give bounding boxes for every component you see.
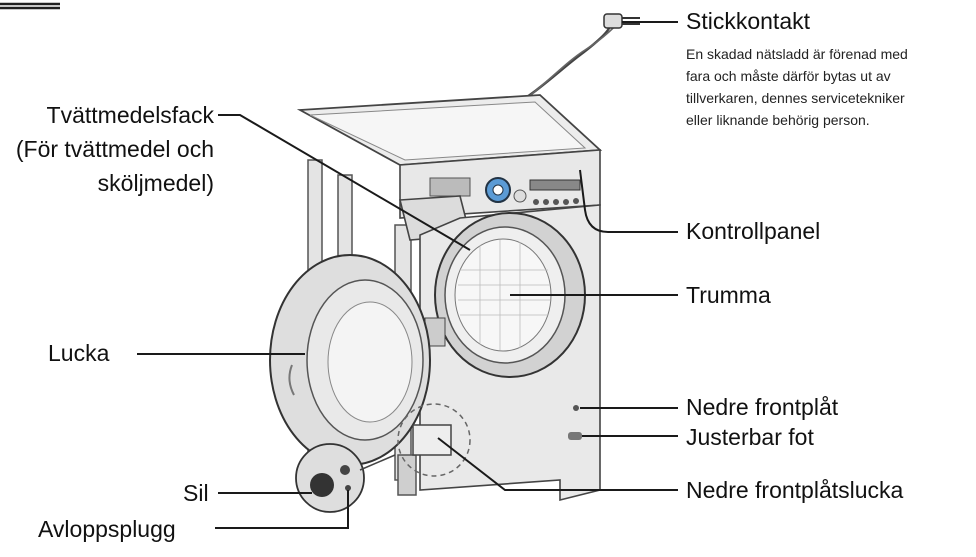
note-line-4: eller liknande behörig person.	[686, 112, 870, 128]
corner-mark	[0, 2, 60, 10]
label-control-panel: Kontrollpanel	[686, 218, 821, 244]
label-detergent-drawer-sub1: (För tvättmedel och	[15, 136, 214, 162]
label-adjustable-foot: Justerbar fot	[686, 424, 814, 450]
lower-cover-highlight	[397, 403, 471, 477]
leader-control	[579, 169, 678, 233]
lower-plate-dot	[573, 405, 579, 411]
label-filter: Sil	[183, 480, 209, 506]
leader-drain	[215, 490, 349, 529]
filter-cap	[310, 473, 334, 497]
plug-head	[603, 13, 623, 29]
leader-detergent	[218, 114, 471, 251]
note-line-2: fara och måste därför bytas ut av	[686, 68, 891, 84]
label-power-plug: Stickkontakt	[686, 8, 810, 34]
label-drain-plug: Avloppsplugg	[38, 516, 176, 542]
label-lower-front-cover: Nedre frontplåtslucka	[686, 477, 904, 503]
note-line-3: tillverkaren, dennes servicetekniker	[686, 90, 905, 106]
note-line-1: En skadad nätsladd är förenad med	[686, 46, 908, 62]
label-detergent-drawer-sub2: sköljmedel)	[97, 170, 214, 196]
leader-lower-cover	[437, 437, 678, 491]
label-drum: Trumma	[686, 282, 771, 308]
label-door: Lucka	[48, 340, 110, 366]
lower-cover-rect	[412, 424, 452, 456]
label-lower-front-plate: Nedre frontplåt	[686, 394, 839, 420]
label-detergent-drawer: Tvättmedelsfack	[46, 102, 214, 128]
foot-part	[568, 432, 582, 440]
